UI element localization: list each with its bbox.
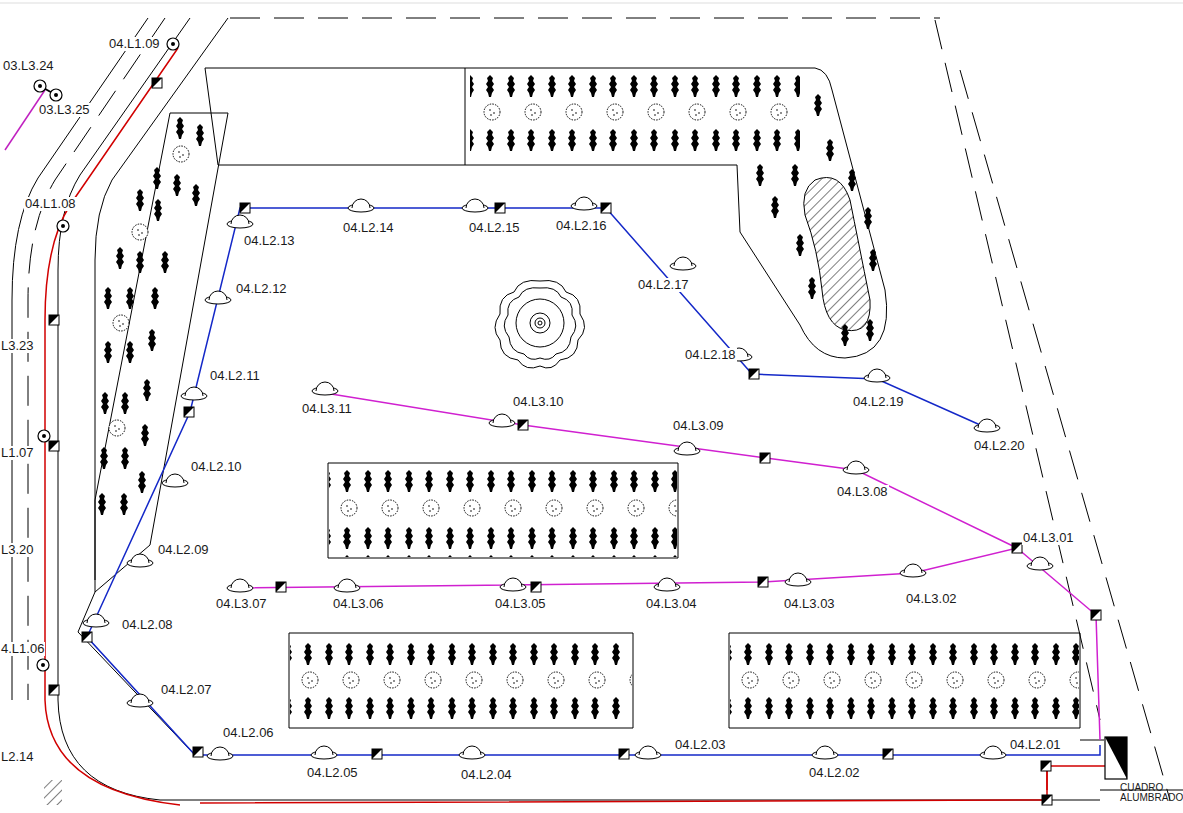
lamp-label: 04.L2.07 (160, 683, 213, 697)
lamp-label: L3.23 (0, 339, 35, 353)
lamp-label: 4.L1.06 (0, 642, 45, 656)
lamp-label: 04.L2.16 (555, 219, 608, 233)
lamp-label: L1.07 (0, 446, 35, 460)
lamp-label: 04.L2.06 (222, 726, 275, 740)
lamp-label: 04.L1.08 (24, 197, 77, 211)
lamp-label: 04.L2.10 (190, 460, 243, 474)
lamp-label: 04.L2.09 (157, 543, 210, 557)
lamp-label: 04.L3.10 (512, 395, 565, 409)
lamp-label: 04.L1.09 (108, 37, 161, 51)
lamp-label: 04.L2.03 (674, 738, 727, 752)
lamp-label: 04.L2.04 (460, 768, 513, 782)
lamp-label: 04.L3.01 (1022, 531, 1075, 545)
lamp-label: 04.L2.01 (1009, 738, 1062, 752)
lamp-label: 04.L3.02 (905, 592, 958, 606)
lamp-label: L2.14 (0, 750, 35, 764)
lamp-label: 04.L2.19 (852, 395, 905, 409)
lamp-label: 04.L2.17 (637, 278, 690, 292)
panel-label: CUADRO ALUMBRADO (1119, 783, 1181, 803)
lamp-label: 04.L3.06 (332, 597, 385, 611)
lamp-label: 04.L2.20 (973, 439, 1026, 453)
lamp-label: 04.L3.04 (645, 597, 698, 611)
lamp-label: L3.20 (0, 543, 35, 557)
lamp-label: 04.L2.15 (468, 221, 521, 235)
lamp-label: 04.L3.05 (494, 597, 547, 611)
lamp-label: 03.L3.25 (38, 103, 91, 117)
lamp-label: 04.L2.05 (306, 766, 359, 780)
lamp-label: 04.L3.07 (215, 597, 268, 611)
lamp-label: 04.L3.03 (783, 597, 836, 611)
lamp-label: 04.L2.18 (684, 348, 737, 362)
lamp-label: 03.L3.24 (2, 59, 55, 73)
lamp-label: 04.L2.02 (808, 766, 861, 780)
lamp-label: 04.L2.11 (209, 369, 261, 383)
lamp-label: 04.L3.08 (836, 485, 889, 499)
lamp-label: 04.L2.08 (121, 618, 174, 632)
lamp-label: 04.L2.12 (235, 282, 288, 296)
lamp-label: 04.L3.11 (301, 402, 353, 416)
lamp-label: 04.L3.09 (672, 419, 725, 433)
lamp-label: 04.L2.13 (243, 234, 296, 248)
lamp-label: 04.L2.14 (342, 221, 395, 235)
